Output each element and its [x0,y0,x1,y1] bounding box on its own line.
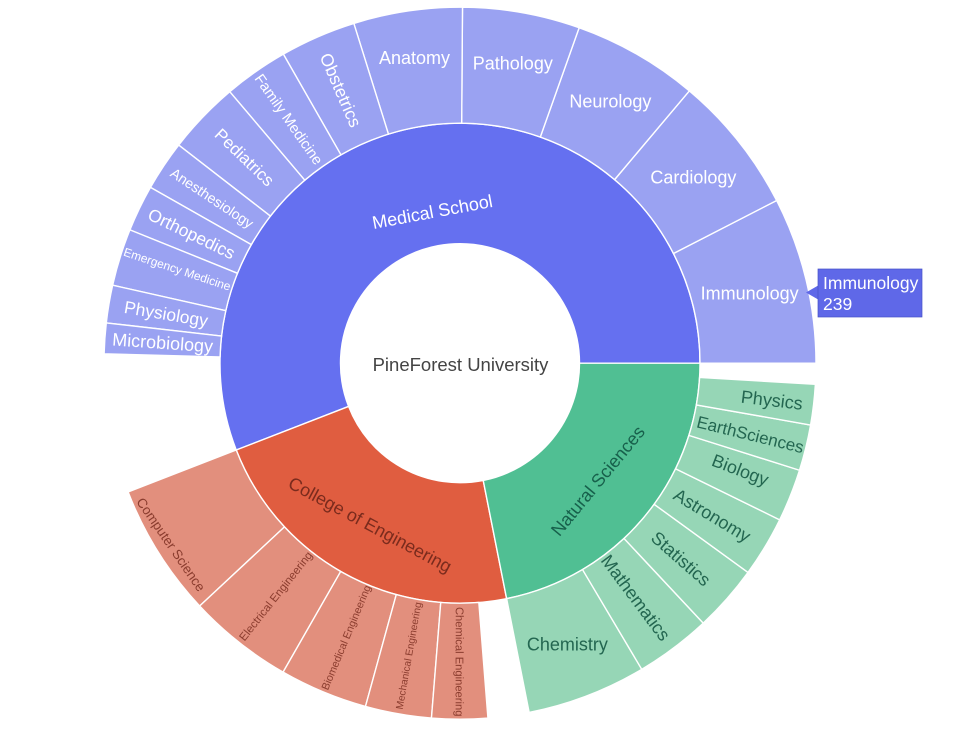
svg-text:Anatomy: Anatomy [379,48,450,68]
svg-text:Pathology: Pathology [473,53,553,73]
svg-text:Cardiology: Cardiology [650,168,736,188]
svg-text:Immunology: Immunology [823,273,919,293]
svg-text:Neurology: Neurology [569,91,651,111]
svg-text:Chemical Engineering: Chemical Engineering [453,607,465,716]
svg-text:PineForest University: PineForest University [373,354,550,375]
svg-text:Immunology: Immunology [701,284,799,304]
svg-text:239: 239 [823,294,852,314]
svg-text:Chemistry: Chemistry [527,634,608,654]
